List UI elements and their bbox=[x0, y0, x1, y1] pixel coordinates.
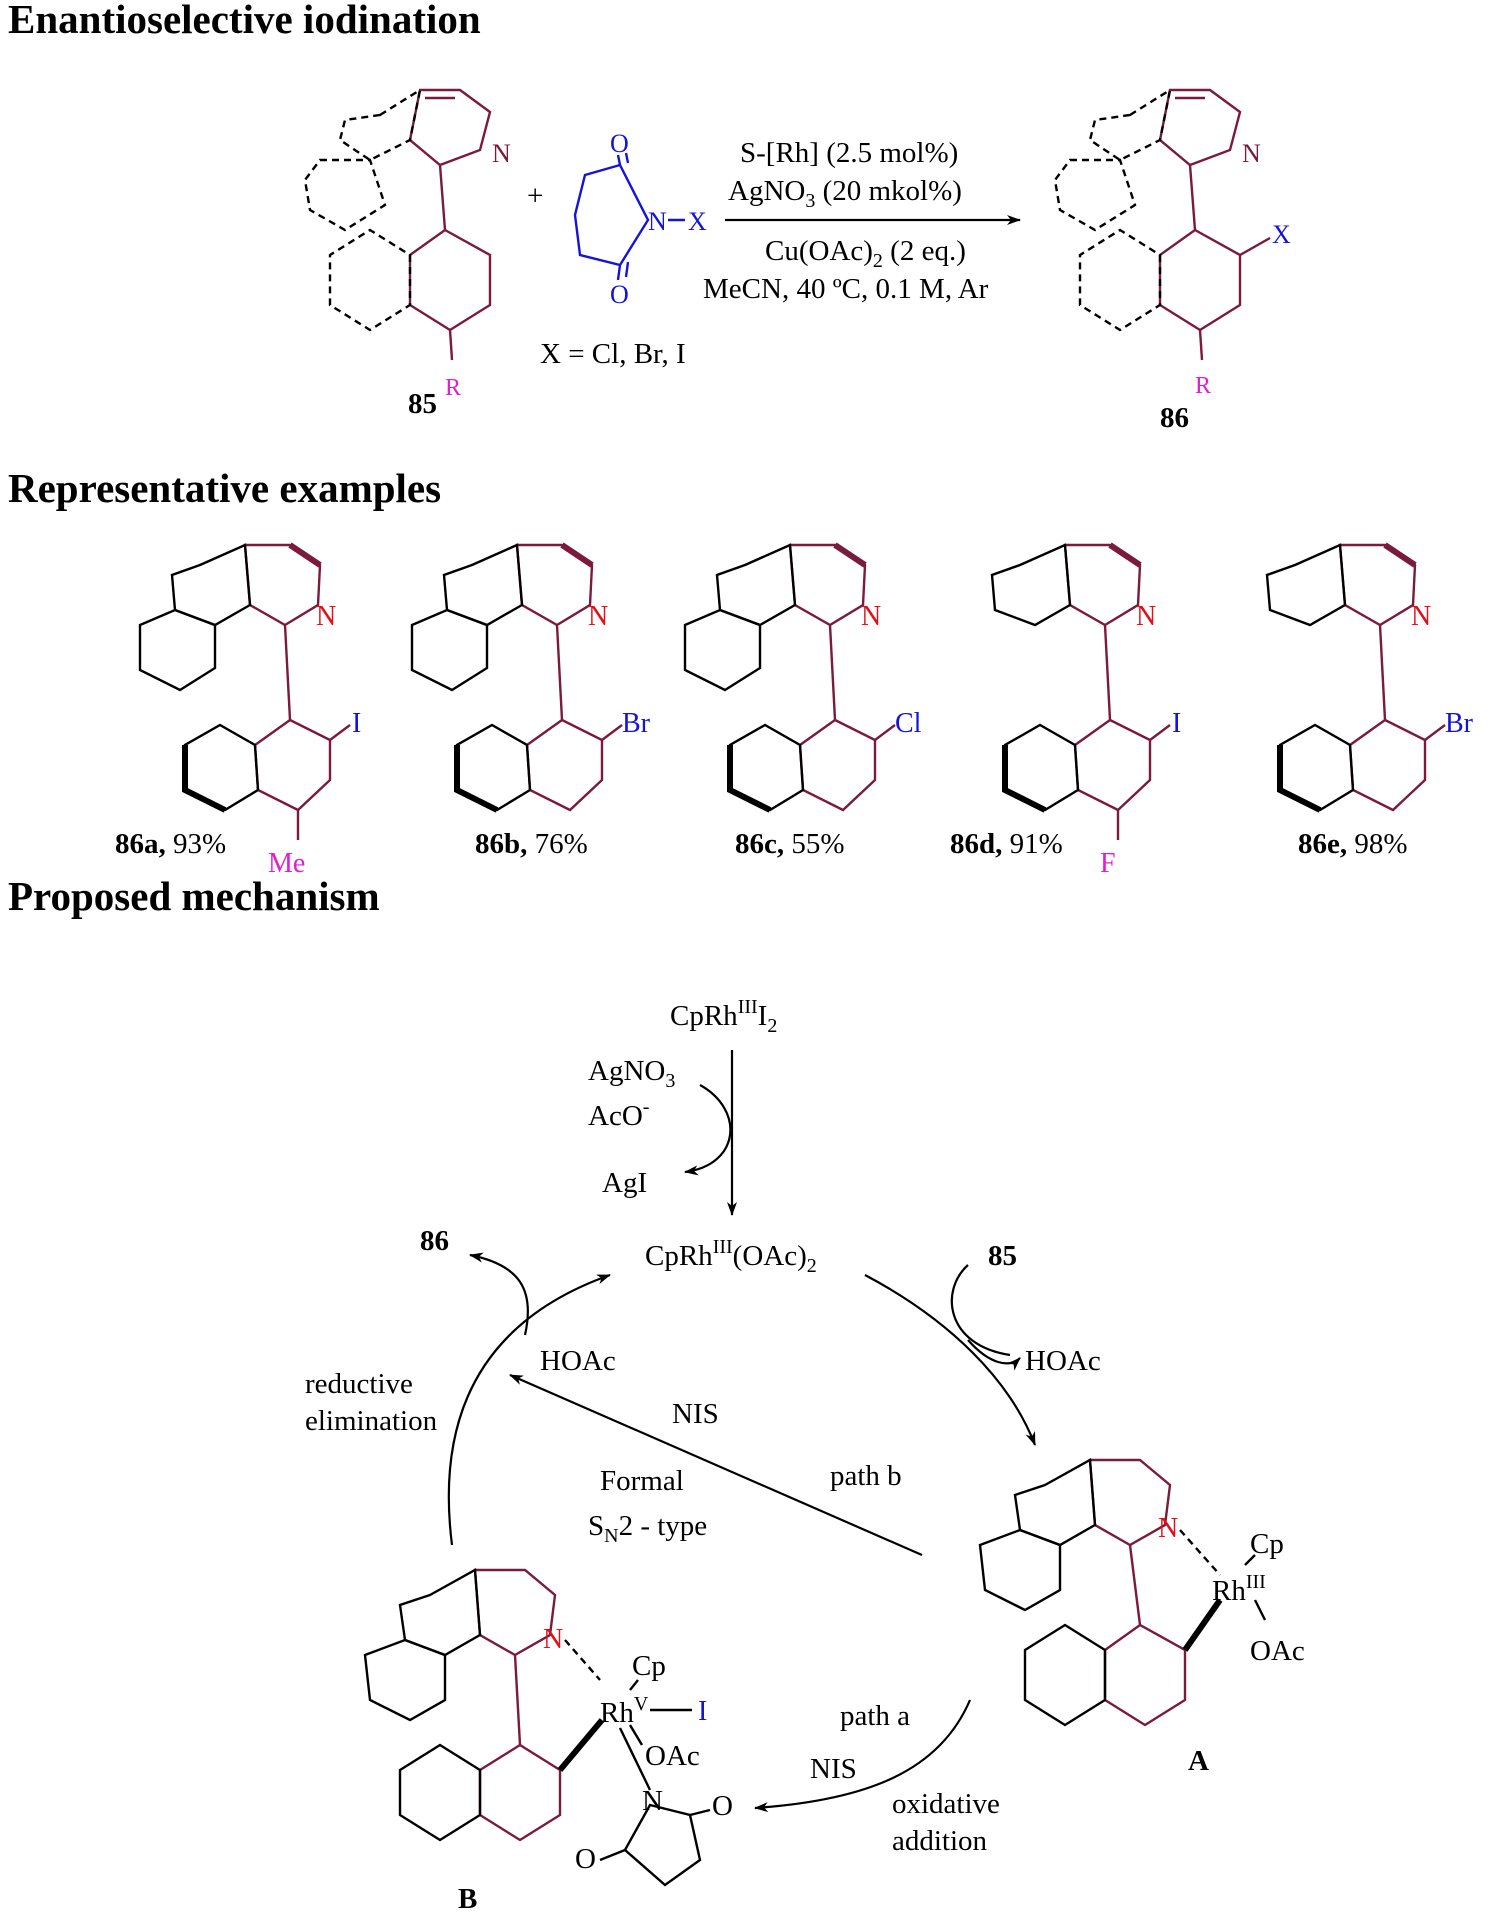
int-b-rh: RhV bbox=[600, 1693, 649, 1729]
condition-solvent: MeCN, 40 ºC, 0.1 M, Ar bbox=[703, 273, 989, 305]
int-a-oac: OAc bbox=[1250, 1635, 1305, 1667]
x-definition: X = Cl, Br, I bbox=[540, 338, 686, 370]
arrow-85-in bbox=[950, 1264, 1011, 1357]
condition-catalyst: S-[Rh] (2.5 mol%) bbox=[740, 137, 958, 169]
int-a-cp: Cp bbox=[1250, 1528, 1284, 1560]
example-86a-structure bbox=[138, 542, 351, 840]
label-86: 86 bbox=[1160, 402, 1189, 434]
example-86a-n: N bbox=[316, 601, 336, 632]
int-b-label: B bbox=[458, 1883, 477, 1913]
heading-mechanism: Proposed mechanism bbox=[8, 873, 380, 919]
atom-n-succ: N bbox=[648, 207, 667, 236]
atom-r-85: R bbox=[445, 375, 461, 401]
heading-iodination: Enantioselective iodination bbox=[8, 0, 481, 42]
heading-examples: Representative examples bbox=[8, 465, 441, 511]
hoac-left: HOAc bbox=[540, 1345, 616, 1377]
example-86a-halogen: I bbox=[352, 708, 361, 739]
product-86-structure bbox=[1053, 87, 1271, 361]
example-86e-n: N bbox=[1411, 601, 1431, 632]
agi-curved-arrow bbox=[684, 1084, 732, 1176]
example-86a-sub: Me bbox=[268, 848, 305, 879]
label-85: 85 bbox=[408, 388, 437, 420]
plus-sign: + bbox=[527, 180, 543, 212]
example-86d-caption: 86d, 91% bbox=[950, 828, 1063, 860]
int-a-label: A bbox=[1188, 1745, 1209, 1777]
example-86c-n: N bbox=[861, 601, 881, 632]
example-86a-caption: 86a, 93% bbox=[115, 828, 226, 860]
arrow-hoac-out bbox=[967, 1339, 1021, 1371]
example-86e-caption: 86e, 98% bbox=[1298, 828, 1408, 860]
path-a-label: path a bbox=[840, 1700, 910, 1732]
int-b-oac: OAc bbox=[645, 1740, 700, 1772]
oxidative-label-1: oxidative bbox=[892, 1788, 1000, 1820]
example-86e-halogen: Br bbox=[1445, 708, 1474, 739]
int-b-n2: N bbox=[642, 1785, 663, 1817]
example-86c-caption: 86c, 55% bbox=[735, 828, 845, 860]
atom-r-86: R bbox=[1195, 373, 1211, 399]
int-b-o1: O bbox=[712, 1790, 733, 1822]
arc-cat-to-a bbox=[864, 1274, 1037, 1446]
int-a-rh: RhIII bbox=[1212, 1571, 1266, 1607]
atom-x-86: X bbox=[1272, 220, 1291, 249]
sn2-label: SN2 - type bbox=[588, 1510, 707, 1547]
atom-n-85: N bbox=[492, 139, 511, 168]
agno3-label: AgNO3 bbox=[588, 1055, 675, 1092]
arc-a-to-b bbox=[754, 1699, 972, 1813]
int-b-o2: O bbox=[575, 1843, 596, 1875]
int-a-n: N bbox=[1158, 1513, 1178, 1544]
example-86b-halogen: Br bbox=[622, 708, 651, 739]
hoac-right: HOAc bbox=[1025, 1345, 1101, 1377]
nis-bottom: NIS bbox=[810, 1753, 857, 1785]
succinimide-reagent bbox=[573, 152, 685, 281]
active-catalyst: CpRhIII(OAc)2 bbox=[645, 1236, 817, 1277]
atom-n-86: N bbox=[1242, 139, 1261, 168]
output-86: 86 bbox=[420, 1225, 449, 1257]
int-b-n: N bbox=[543, 1624, 563, 1655]
atom-o-top: O bbox=[610, 129, 629, 158]
formal-label: Formal bbox=[600, 1465, 684, 1497]
substrate-85-structure bbox=[303, 87, 492, 361]
arc-b-to-cat bbox=[447, 1273, 611, 1546]
example-86e-structure bbox=[1265, 542, 1446, 813]
aco-label: AcO- bbox=[588, 1096, 649, 1132]
atom-x-succ: X bbox=[688, 207, 707, 236]
int-b-iodo: I bbox=[698, 1696, 707, 1727]
oxidative-label-2: addition bbox=[892, 1825, 988, 1857]
example-86b-n: N bbox=[588, 601, 608, 632]
agi-label: AgI bbox=[602, 1167, 647, 1199]
atom-o-bottom: O bbox=[610, 280, 629, 309]
condition-copper: Cu(OAc)2 (2 eq.) bbox=[765, 235, 966, 272]
example-86d-halogen: I bbox=[1172, 708, 1181, 739]
arrow-86-out bbox=[469, 1252, 529, 1336]
reductive-label-2: elimination bbox=[305, 1405, 438, 1437]
example-86b-caption: 86b, 76% bbox=[475, 828, 588, 860]
condition-agno3: AgNO3 (20 mkol%) bbox=[728, 175, 962, 212]
input-85: 85 bbox=[988, 1240, 1017, 1272]
example-86b-structure bbox=[410, 542, 623, 813]
example-86d-n: N bbox=[1136, 601, 1156, 632]
reductive-label-1: reductive bbox=[305, 1368, 413, 1400]
intermediate-b-structure bbox=[363, 1568, 711, 1887]
path-b-label: path b bbox=[830, 1460, 902, 1492]
example-86c-halogen: Cl bbox=[895, 708, 922, 739]
example-86d-structure bbox=[990, 542, 1171, 840]
intermediate-a-structure bbox=[978, 1458, 1267, 1727]
int-b-cp: Cp bbox=[632, 1650, 666, 1682]
example-86d-sub: F bbox=[1100, 848, 1116, 879]
nis-top: NIS bbox=[672, 1398, 719, 1430]
precatalyst: CpRhIIII2 bbox=[670, 996, 777, 1037]
example-86c-structure bbox=[683, 542, 896, 813]
path-b-arrow bbox=[509, 1373, 923, 1557]
